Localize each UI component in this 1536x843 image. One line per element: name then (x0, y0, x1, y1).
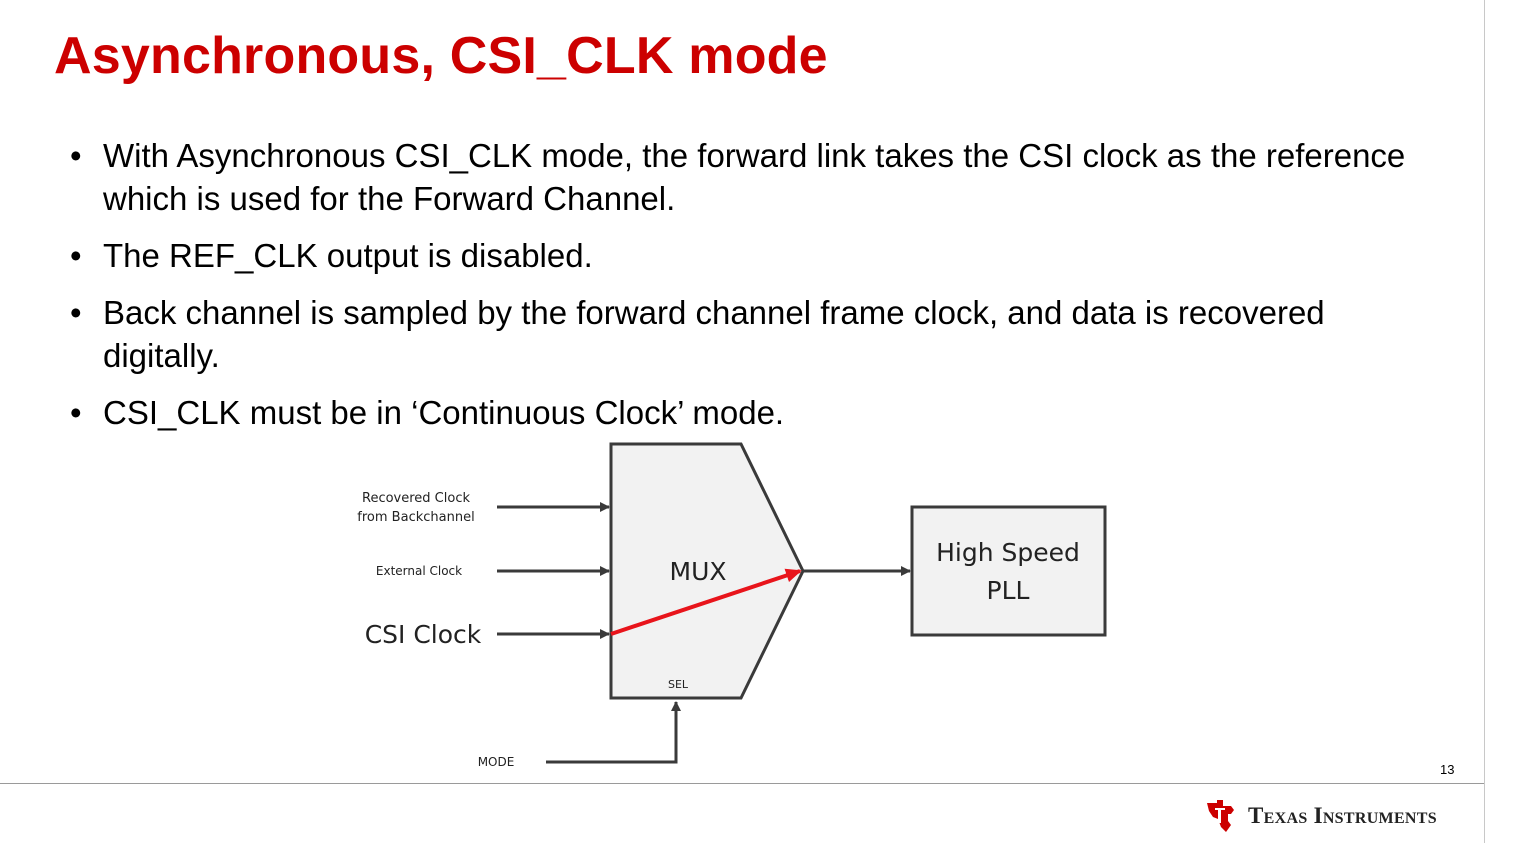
bullet-text: With Asynchronous CSI_CLK mode, the forw… (103, 137, 1406, 217)
bullet-list: • With Asynchronous CSI_CLK mode, the for… (70, 134, 1450, 448)
selected-path-arrow (610, 568, 802, 636)
bullet-marker: • (70, 394, 82, 431)
sel-label: SEL (668, 678, 689, 691)
bullet-item: • The REF_CLK output is disabled. (70, 234, 1450, 277)
ti-logo: Texas Instruments (1204, 799, 1437, 833)
recovered-clock-label-line1: Recovered Clock (362, 491, 470, 506)
bullet-text: CSI_CLK must be in ‘Continuous Clock’ mo… (103, 394, 785, 431)
bullet-marker: • (70, 294, 82, 331)
ti-logo-icon (1207, 800, 1234, 832)
bullet-text: Back channel is sampled by the forward c… (103, 294, 1325, 374)
brand-name: Texas Instruments (1248, 803, 1437, 828)
pll-label-line1: High Speed (936, 538, 1080, 567)
bullet-item: • With Asynchronous CSI_CLK mode, the for… (70, 134, 1450, 220)
pll-label-line2: PLL (987, 576, 1030, 605)
bullet-marker: • (70, 237, 82, 274)
mode-select-arrow (546, 701, 681, 764)
bullet-marker: • (70, 137, 82, 174)
page-number: 13 (1440, 762, 1455, 777)
csi-clock-label: CSI Clock (365, 620, 482, 649)
mux-label: MUX (670, 557, 727, 586)
bullet-text: The REF_CLK output is disabled. (103, 237, 593, 274)
mux-block (609, 442, 805, 700)
bullet-item: • Back channel is sampled by the forward … (70, 291, 1450, 377)
slide-right-edge (1484, 0, 1485, 843)
pll-block (910, 505, 1107, 637)
slide-title: Asynchronous, CSI_CLK mode (54, 27, 828, 85)
recovered-clock-label-line2: from Backchannel (357, 510, 474, 525)
bullet-item: • CSI_CLK must be in ‘Continuous Clock’ m… (70, 391, 1450, 434)
external-clock-label: External Clock (376, 564, 462, 578)
mode-label: MODE (478, 755, 515, 769)
footer-divider (0, 783, 1484, 784)
